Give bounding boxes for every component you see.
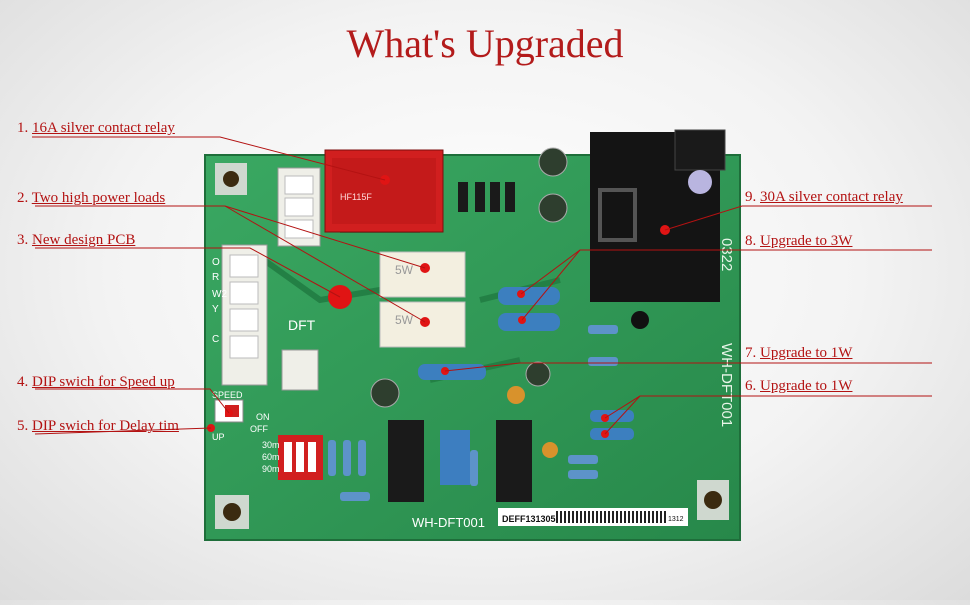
power-resistor-5w: 5W bbox=[379, 251, 466, 298]
connector-label: Y bbox=[212, 304, 219, 315]
capacitor bbox=[538, 147, 568, 223]
film-capacitor bbox=[440, 430, 470, 485]
callout-upgrade-3w: 8. Upgrade to 3W bbox=[745, 233, 853, 249]
small-resistors bbox=[328, 325, 618, 501]
barcode-sticker: DEFF131305 1312 bbox=[498, 508, 688, 526]
relay-16a: HF115F bbox=[324, 149, 444, 233]
side-text: 0322 WH-DFT001 bbox=[718, 238, 735, 427]
resistor-1w bbox=[418, 364, 634, 440]
callout-relay-16a: 1. 16A silver contact relay bbox=[17, 120, 175, 136]
connector-label: R bbox=[212, 272, 219, 283]
ic-chip bbox=[388, 420, 532, 502]
connector-label: C bbox=[212, 334, 219, 345]
wire-connector-p2 bbox=[277, 167, 321, 247]
diodes bbox=[458, 182, 515, 212]
barcode-suffix: 1312 bbox=[668, 516, 684, 523]
svg-text:60m: 60m bbox=[262, 452, 280, 462]
wire-connector-p1 bbox=[221, 244, 268, 386]
relay-model: HF115F bbox=[340, 192, 372, 202]
barcode-text: DEFF131305 bbox=[502, 514, 556, 524]
resistor-3w bbox=[498, 287, 560, 331]
dip-labels: SPEED UP ON OFF 30m 60m 90m bbox=[212, 390, 280, 474]
callout-dip-delay: 5. DIP swich for Delay tim bbox=[17, 418, 179, 434]
resistor-label: 5W bbox=[395, 313, 414, 327]
relay-30a bbox=[590, 129, 726, 302]
callout-lines bbox=[32, 136, 932, 435]
mounting-hole bbox=[215, 163, 247, 195]
dip-switch-delay bbox=[278, 435, 323, 480]
connector-label: O bbox=[212, 257, 220, 268]
svg-text:OFF: OFF bbox=[250, 424, 268, 434]
callout-upgrade-1w-a: 7. Upgrade to 1W bbox=[745, 345, 853, 361]
callout-upgrade-1w-b: 6. Upgrade to 1W bbox=[745, 378, 853, 394]
svg-text:SPEED: SPEED bbox=[212, 390, 243, 400]
callout-new-pcb: 3. New design PCB bbox=[17, 232, 136, 248]
connector-label: W2 bbox=[212, 289, 227, 300]
connector-labels: O R W2 Y C bbox=[212, 257, 227, 345]
svg-text:30m: 30m bbox=[262, 440, 280, 450]
transistor bbox=[631, 311, 649, 329]
mounting-hole bbox=[215, 495, 249, 529]
callout-high-power-loads: 2. Two high power loads bbox=[17, 190, 166, 206]
callout-dip-speed: 4. DIP swich for Speed up bbox=[17, 374, 175, 390]
svg-text:90m: 90m bbox=[262, 464, 280, 474]
svg-text:UP: UP bbox=[212, 432, 225, 442]
dft-label: DFT bbox=[288, 317, 316, 333]
dft-connector: DFT bbox=[281, 317, 319, 391]
model-label: WH-DFT001 bbox=[412, 515, 485, 530]
svg-text:ON: ON bbox=[256, 412, 270, 422]
model-side: WH-DFT001 bbox=[718, 343, 735, 427]
page-title: What's Upgraded bbox=[346, 21, 624, 66]
capacitor bbox=[370, 361, 558, 458]
resistor-label: 5W bbox=[395, 263, 414, 277]
mounting-hole bbox=[697, 480, 729, 520]
callout-relay-30a: 9. 30A silver contact relay bbox=[745, 189, 903, 205]
date-code: 0322 bbox=[718, 238, 735, 271]
